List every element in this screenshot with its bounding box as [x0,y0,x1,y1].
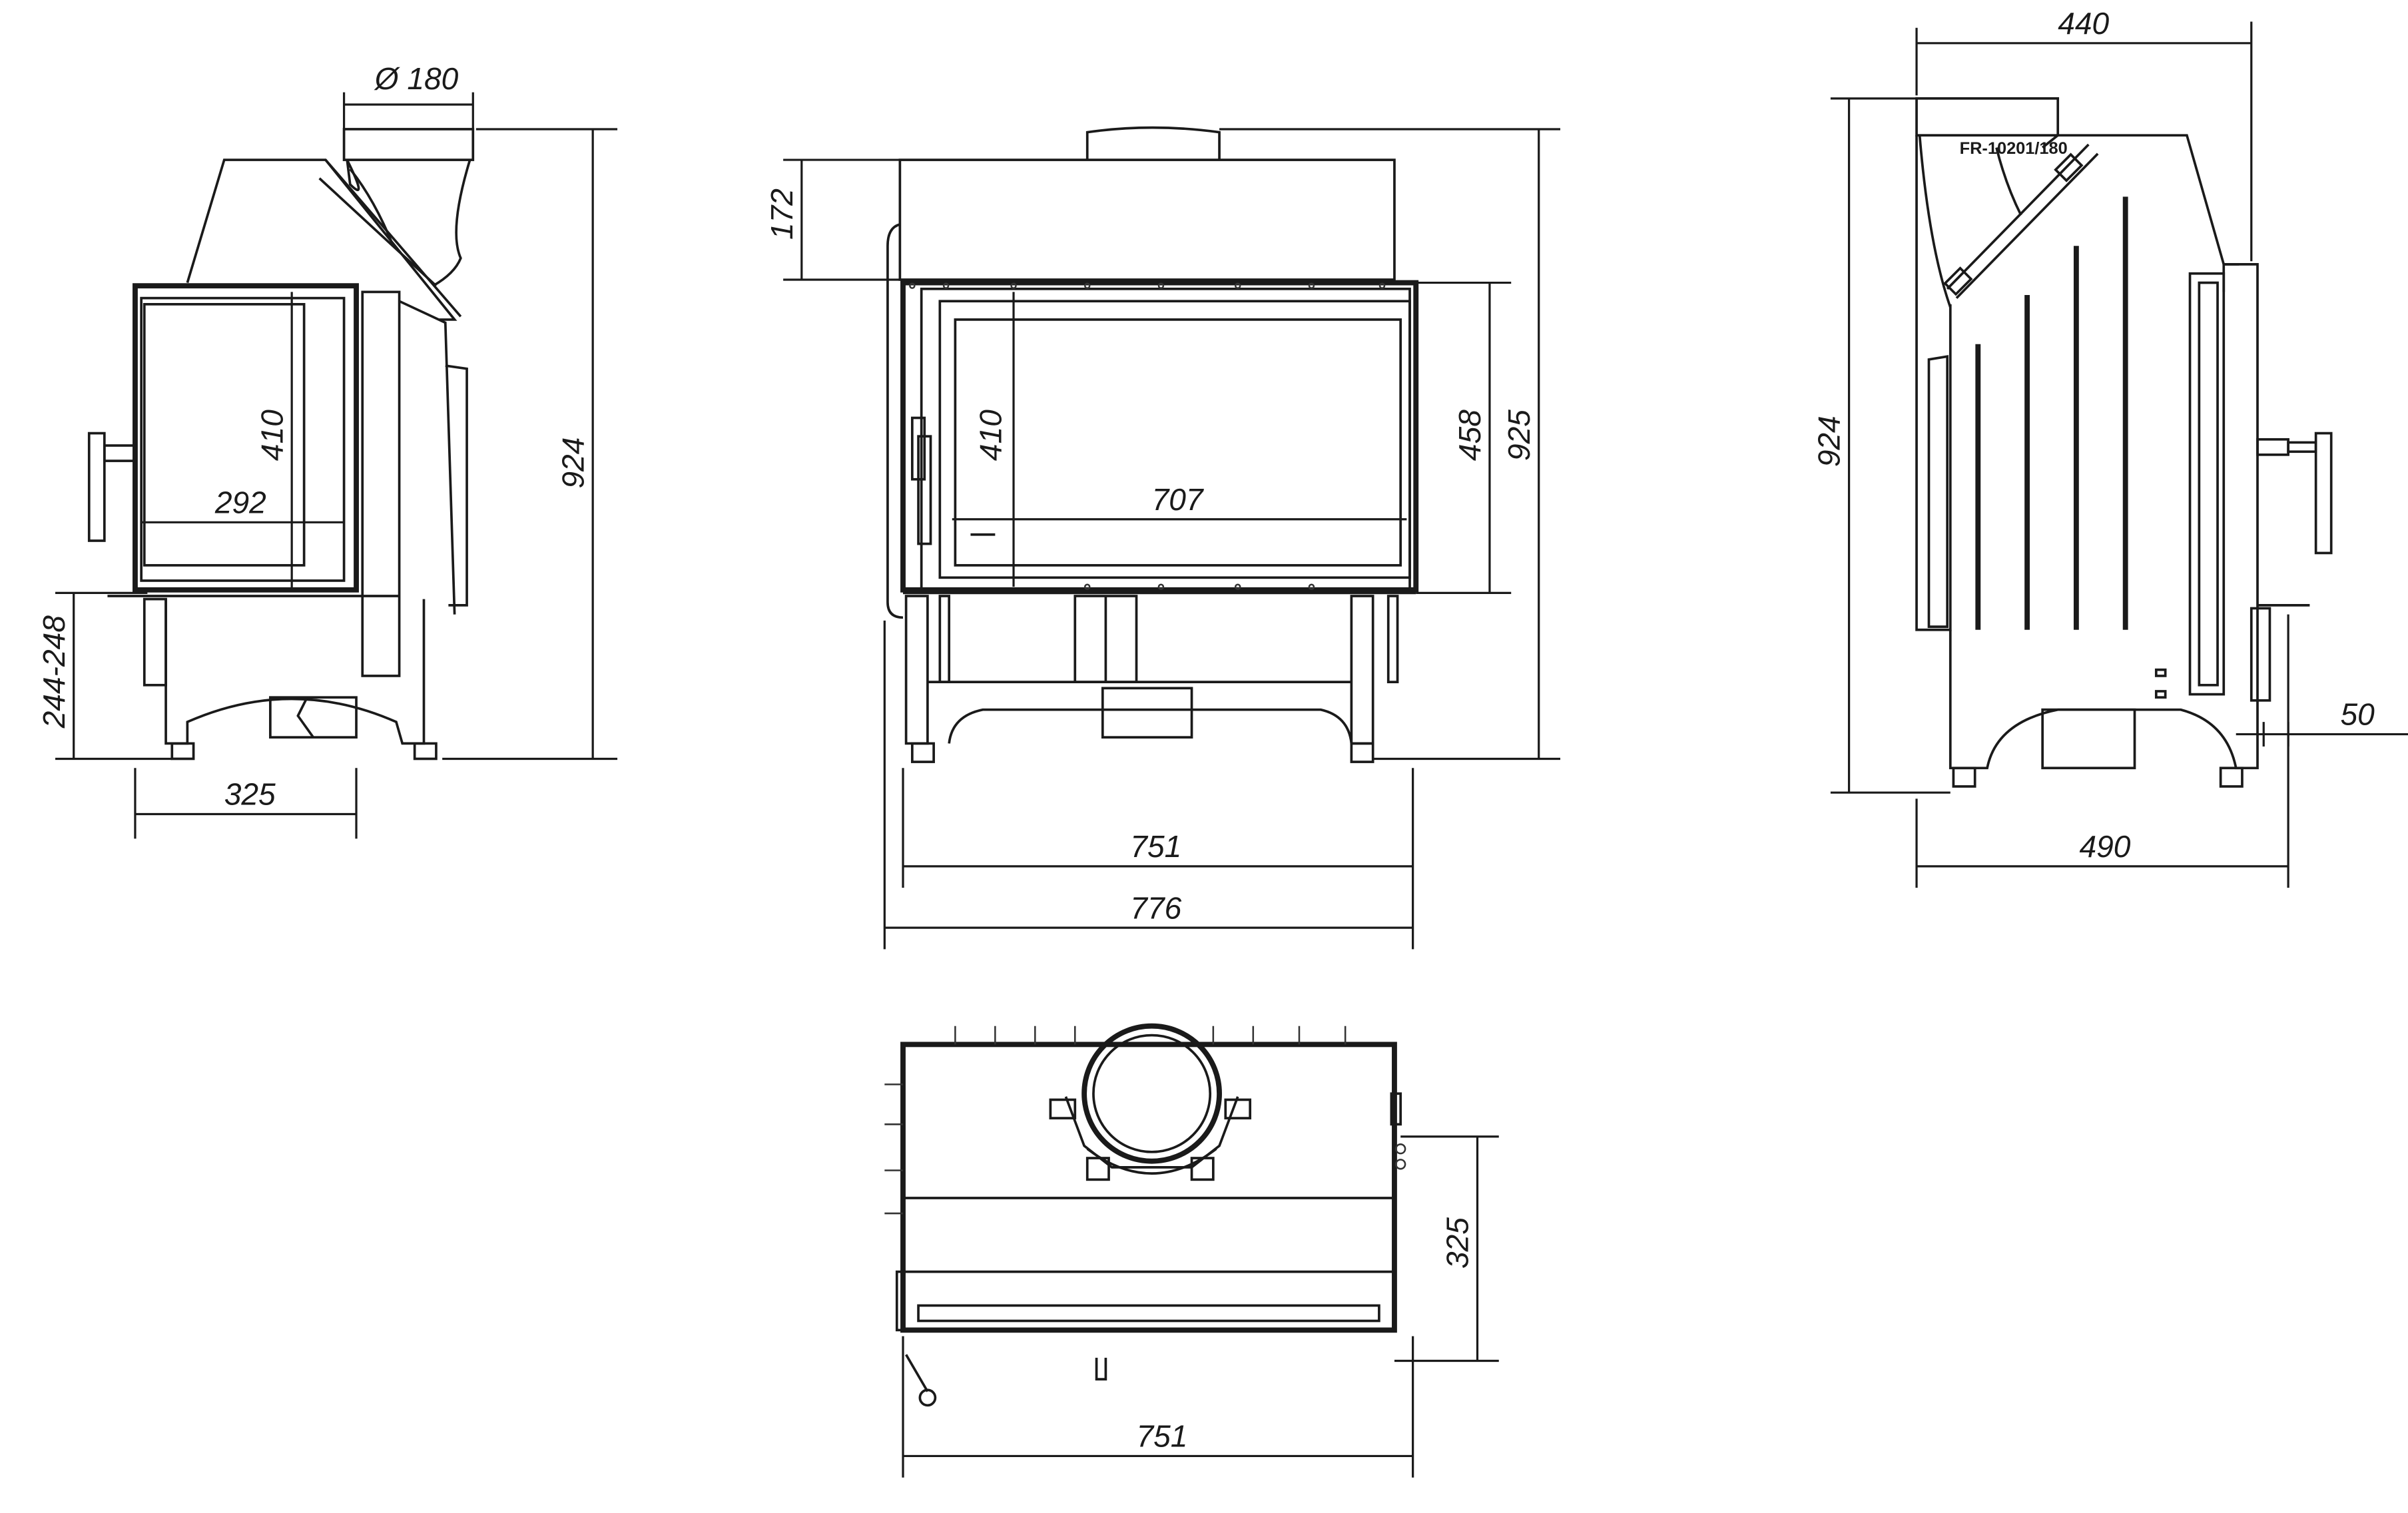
front-top-height-label: 172 [764,188,799,240]
front-overall-width-label: 776 [1130,890,1181,925]
left-glass-width-label: 292 [214,485,266,519]
front-glass-width-label: 707 [1152,482,1205,517]
front-body-width-label: 751 [1130,829,1181,864]
right-side-view: FR-10201/180 [1915,97,2333,788]
top-view [884,1023,1406,1407]
left-depth-label: 325 [224,777,276,812]
front-view-dimensions: 172 410 707 458 925 751 776 [764,128,1561,950]
flue-diameter-label: Ø 180 [374,61,459,96]
top-depth-label: 325 [1440,1217,1475,1269]
left-base-height-label: 244-248 [37,615,71,729]
right-top-depth-label: 440 [2058,6,2109,41]
front-glass-height-label: 410 [974,410,1008,461]
right-offset-label: 50 [2341,697,2375,732]
front-opening-height-label: 458 [1452,410,1487,461]
top-width-label: 751 [1137,1419,1188,1454]
right-view-dimensions: 440 924 50 490 [1812,6,2408,888]
flue-part-label: FR-10201/180 [1960,139,2068,158]
front-height-label: 925 [1502,410,1536,461]
left-glass-height-label: 410 [254,410,289,461]
top-view-dimensions: 325 751 [902,1135,1499,1478]
right-height-label: 924 [1812,416,1847,467]
front-view [886,126,1419,763]
right-overall-depth-label: 490 [2079,829,2130,864]
left-height-label: 924 [555,438,590,489]
left-view-dimensions: Ø 180 924 410 292 244-248 325 [37,61,618,839]
left-side-view [87,128,475,760]
